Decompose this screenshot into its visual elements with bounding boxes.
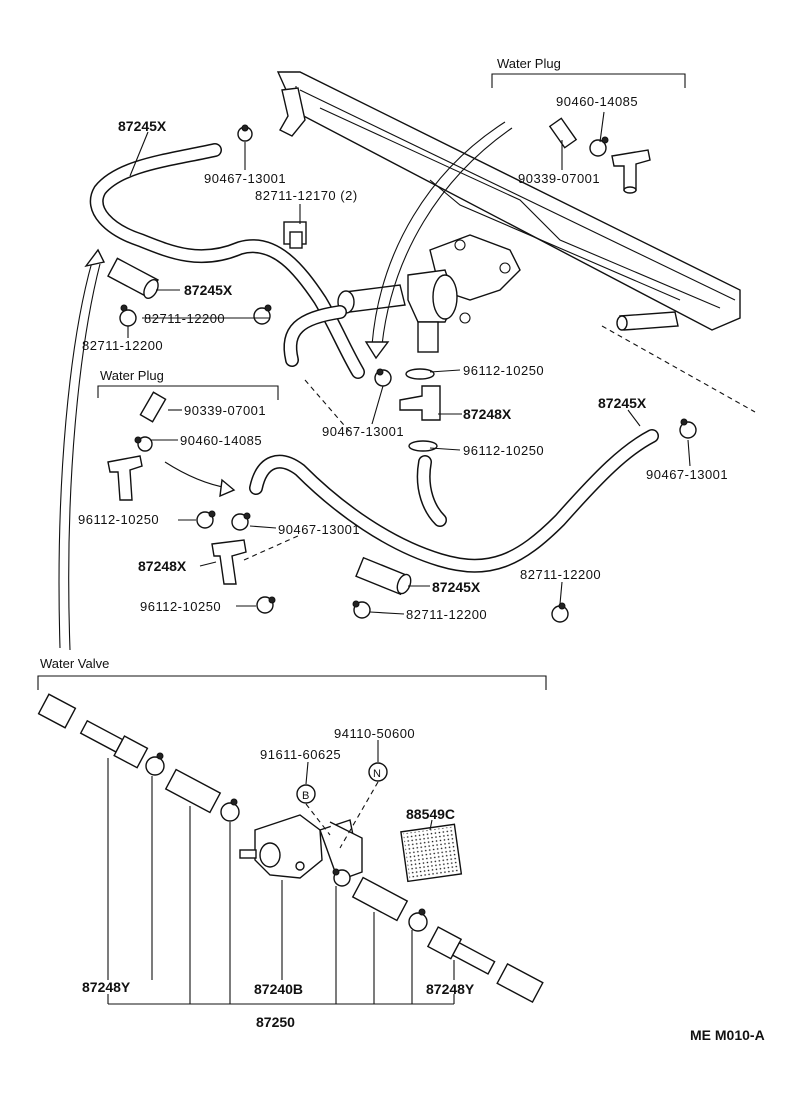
label-87248x-a: 87248X — [463, 406, 512, 422]
connector-dashed-middle — [243, 534, 301, 561]
marker-b-circle — [296, 784, 316, 804]
hose-87245x-lower — [249, 429, 659, 573]
marker-n-circle — [368, 762, 388, 782]
bracket-water-plug-left — [97, 385, 279, 400]
label-87245x-lower: 87245X — [432, 579, 481, 595]
label-90467-13001-c: 90467-13001 — [646, 467, 728, 482]
label-87245x-right: 87245X — [598, 395, 647, 411]
label-88549c: 88549C — [406, 806, 455, 822]
label-87250: 87250 — [256, 1014, 295, 1030]
water-valve-assembly — [37, 693, 544, 1004]
hose-clamps-group — [119, 124, 697, 623]
flow-arrow-top — [364, 121, 513, 360]
hose-piece-87245x-lower — [355, 556, 412, 596]
hose-87245x-upper — [89, 143, 365, 379]
label-90339-07001-b: 90339-07001 — [184, 403, 266, 418]
bolt-leader-dashed — [305, 781, 379, 849]
label-82711-12170: 82711-12170 (2) — [255, 188, 358, 203]
label-87248x-b: 87248X — [138, 558, 187, 574]
label-96112-10250-b: 96112-10250 — [463, 443, 544, 458]
connector-dashed-upper-right — [601, 325, 756, 413]
section-water-plug-top: Water Plug — [497, 56, 561, 71]
label-82711-12200-b: 82711-12200 — [82, 338, 163, 353]
label-96112-10250-c: 96112-10250 — [78, 512, 159, 527]
bracket-water-plug-top — [491, 73, 686, 88]
flow-arrow-small — [164, 461, 236, 498]
hose-piece-87245x — [107, 257, 159, 299]
label-90460-14085-a: 90460-14085 — [556, 94, 638, 109]
leader-lines — [107, 111, 691, 1005]
marker-n: N — [373, 768, 381, 780]
tee-joint-left — [107, 455, 143, 501]
label-87248y-right: 87248Y — [426, 981, 475, 997]
section-water-plug-left: Water Plug — [100, 368, 164, 383]
water-plug-cap-left — [139, 391, 167, 423]
connector-dashed-upper-left — [304, 379, 351, 433]
label-96112-10250-d: 96112-10250 — [140, 599, 221, 614]
label-82711-12200-d: 82711-12200 — [520, 567, 601, 582]
tee-joint-87248x-a — [399, 385, 441, 421]
label-87245x-upper-left: 87245X — [118, 118, 167, 134]
hose-short-upper — [283, 305, 347, 367]
flow-arrow-left — [58, 248, 106, 651]
marker-b: B — [302, 790, 309, 802]
hose-drop — [416, 455, 447, 527]
water-plug-cap-top — [548, 117, 578, 149]
bracket-water-valve — [37, 675, 547, 690]
heater-core-housing — [276, 71, 741, 353]
label-87245x-piece: 87245X — [184, 282, 233, 298]
label-90467-13001-a: 90467-13001 — [204, 171, 286, 186]
tee-joint-87248x-b — [211, 539, 247, 585]
label-90467-13001-b: 90467-13001 — [322, 424, 404, 439]
label-90339-07001-a: 90339-07001 — [518, 171, 600, 186]
section-water-valve: Water Valve — [40, 656, 109, 671]
label-87240b: 87240B — [254, 981, 303, 997]
drawing-code: ME M010-A — [690, 1027, 765, 1043]
label-96112-10250-a: 96112-10250 — [463, 363, 544, 378]
label-90460-14085-b: 90460-14085 — [180, 433, 262, 448]
label-91611-60625: 91611-60625 — [260, 747, 341, 762]
label-82711-12200-a: 82711-12200 — [144, 311, 225, 326]
tee-joint-top — [611, 149, 651, 194]
label-90467-13001-d: 90467-13001 — [278, 522, 360, 537]
label-94110-50600: 94110-50600 — [334, 726, 415, 741]
label-87248y-left: 87248Y — [82, 979, 131, 995]
label-82711-12200-c: 82711-12200 — [406, 607, 487, 622]
